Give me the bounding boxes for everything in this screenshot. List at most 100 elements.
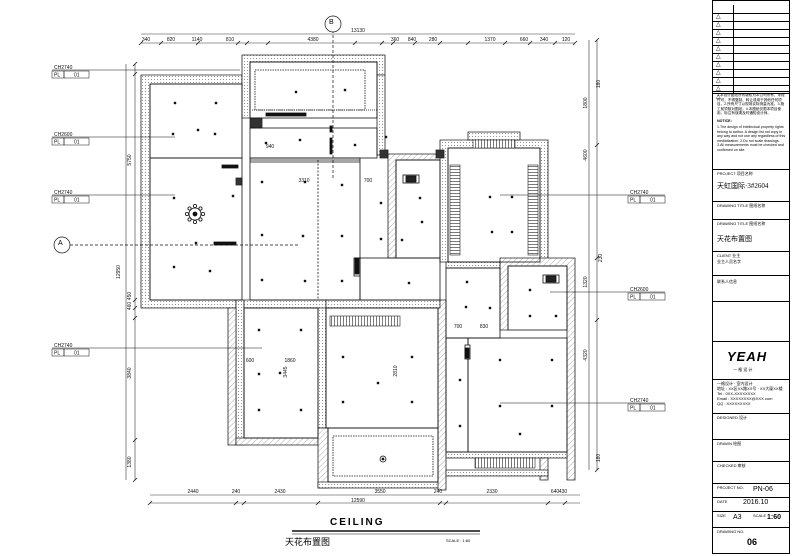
- revision-row: △: [713, 53, 789, 68]
- dimension-label: 12950: [116, 265, 122, 279]
- dimension-tick: [552, 40, 558, 46]
- downlight-icon: [518, 432, 522, 436]
- dimension-label: 460: [127, 302, 133, 311]
- company-info-line: QQ : XXXXXXXXX: [717, 401, 751, 406]
- drawing-sub-label: DRAWING TITLE 图纸名称: [717, 221, 766, 226]
- dimension-label: 4320: [583, 349, 589, 360]
- downlight-icon: [554, 314, 558, 318]
- size-label: SIZE: [717, 513, 726, 518]
- downlight-icon: [196, 128, 200, 132]
- sheet-number: 06: [747, 537, 758, 547]
- downlight-icon: [257, 372, 261, 376]
- room-bedroom-top-left: [149, 83, 243, 159]
- revision-triangle-icon: △: [716, 78, 721, 84]
- scale-label: SCALE: [753, 513, 767, 518]
- dimension-tick: [235, 40, 241, 46]
- dimension-tick: [132, 437, 138, 443]
- room-dining: [149, 157, 243, 301]
- company-info-line: Tel : 0XX-XXXXXXXX: [717, 391, 756, 396]
- dimension-tick: [443, 500, 449, 506]
- ceiling-height-code: CH2600: [54, 132, 73, 138]
- dimension-tick: [572, 40, 578, 46]
- ceiling-height-code: CH2740: [54, 343, 73, 349]
- dimension-tick: [412, 40, 418, 46]
- dimension-label: 280: [429, 37, 438, 43]
- downlight-icon: [257, 328, 261, 332]
- room-balcony-bottom: [327, 427, 439, 483]
- room-master-bedroom: [467, 337, 568, 453]
- dimension-tick: [594, 142, 600, 148]
- downlight-icon: [301, 234, 305, 238]
- dimension-label: 810: [226, 37, 235, 43]
- drawing-title-en: CEILING: [330, 517, 385, 528]
- dimension-label: 3840: [127, 367, 133, 378]
- downlight-icon: [410, 355, 414, 359]
- dimension-label: 450: [127, 292, 133, 301]
- dimension-label: 1140: [192, 37, 203, 43]
- ceiling-height-code: CH2740: [54, 65, 73, 71]
- dimension-label: 840: [408, 37, 417, 43]
- chandelier-icon: [184, 203, 205, 224]
- ceiling-material-code: PL: [630, 198, 636, 204]
- drawing-title-tb: 天花布置图: [717, 235, 752, 243]
- room-balcony-top: [249, 61, 378, 119]
- ceiling-material-code: PL: [54, 73, 60, 79]
- dimension-label: 2330: [486, 489, 497, 495]
- revision-triangle-icon: △: [716, 94, 721, 100]
- downlight-icon: [458, 424, 462, 428]
- revision-triangle-icon: △: [716, 46, 721, 52]
- downlight-icon: [510, 195, 514, 199]
- downlight-icon: [341, 400, 345, 404]
- downlight-icon: [208, 269, 212, 273]
- ceiling-material-code: PL: [54, 351, 60, 357]
- revision-row: △: [713, 77, 789, 92]
- dimension-label: 820: [167, 37, 176, 43]
- downlight-icon: [172, 196, 176, 200]
- revision-triangle-icon: △: [716, 86, 721, 92]
- dimension-label: 660: [520, 37, 529, 43]
- dimension-label: 1800: [583, 97, 589, 108]
- downlight-icon: [410, 400, 414, 404]
- ceiling-material-code: PL: [54, 198, 60, 204]
- downlight-icon: [400, 238, 404, 242]
- downlight-icon: [376, 381, 380, 385]
- dimension-label: 340: [142, 37, 151, 43]
- company-info-line: 地址 : XX区XX路XX号 · XX大厦XX楼: [717, 386, 783, 391]
- ceiling-finishes: [329, 139, 539, 469]
- downlight-icon: [490, 230, 494, 234]
- downlight-icon: [550, 358, 554, 362]
- revision-triangle-icon: △: [716, 22, 721, 28]
- downlight-icon: [260, 233, 264, 237]
- dimension-label: 600: [246, 358, 255, 364]
- dimension-label: 120: [562, 37, 571, 43]
- date-label: DATE: [717, 499, 728, 504]
- dimension-label: 3310: [298, 178, 309, 184]
- ceiling-material-code: PL: [630, 406, 636, 412]
- dimension-tick: [265, 40, 271, 46]
- dimension-tick: [594, 317, 600, 323]
- revision-row: △: [713, 29, 789, 44]
- dimension-tick: [379, 40, 385, 46]
- revision-triangle-icon: △: [716, 38, 721, 44]
- ceiling-material-no: 01: [74, 73, 80, 79]
- dimension-label: 700: [454, 324, 463, 330]
- dimension-ticks: [132, 37, 600, 506]
- downlight-icon: [299, 328, 303, 332]
- drawing-caption: [292, 530, 480, 535]
- revision-triangle-icon: △: [716, 14, 721, 20]
- downlight-icon: [343, 88, 347, 92]
- downlight-icon: [260, 180, 264, 184]
- dimension-label: 1370: [484, 37, 495, 43]
- revision-row: △: [713, 69, 789, 84]
- ceiling-material-no: 01: [650, 406, 656, 412]
- revision-row: △: [713, 21, 789, 36]
- dimension-tick: [233, 500, 239, 506]
- dimension-label: 1860: [284, 358, 295, 364]
- downlight-icon: [528, 314, 532, 318]
- downlight-icon: [194, 241, 198, 245]
- dimension-tick: [132, 61, 138, 67]
- downlight-icon: [340, 183, 344, 187]
